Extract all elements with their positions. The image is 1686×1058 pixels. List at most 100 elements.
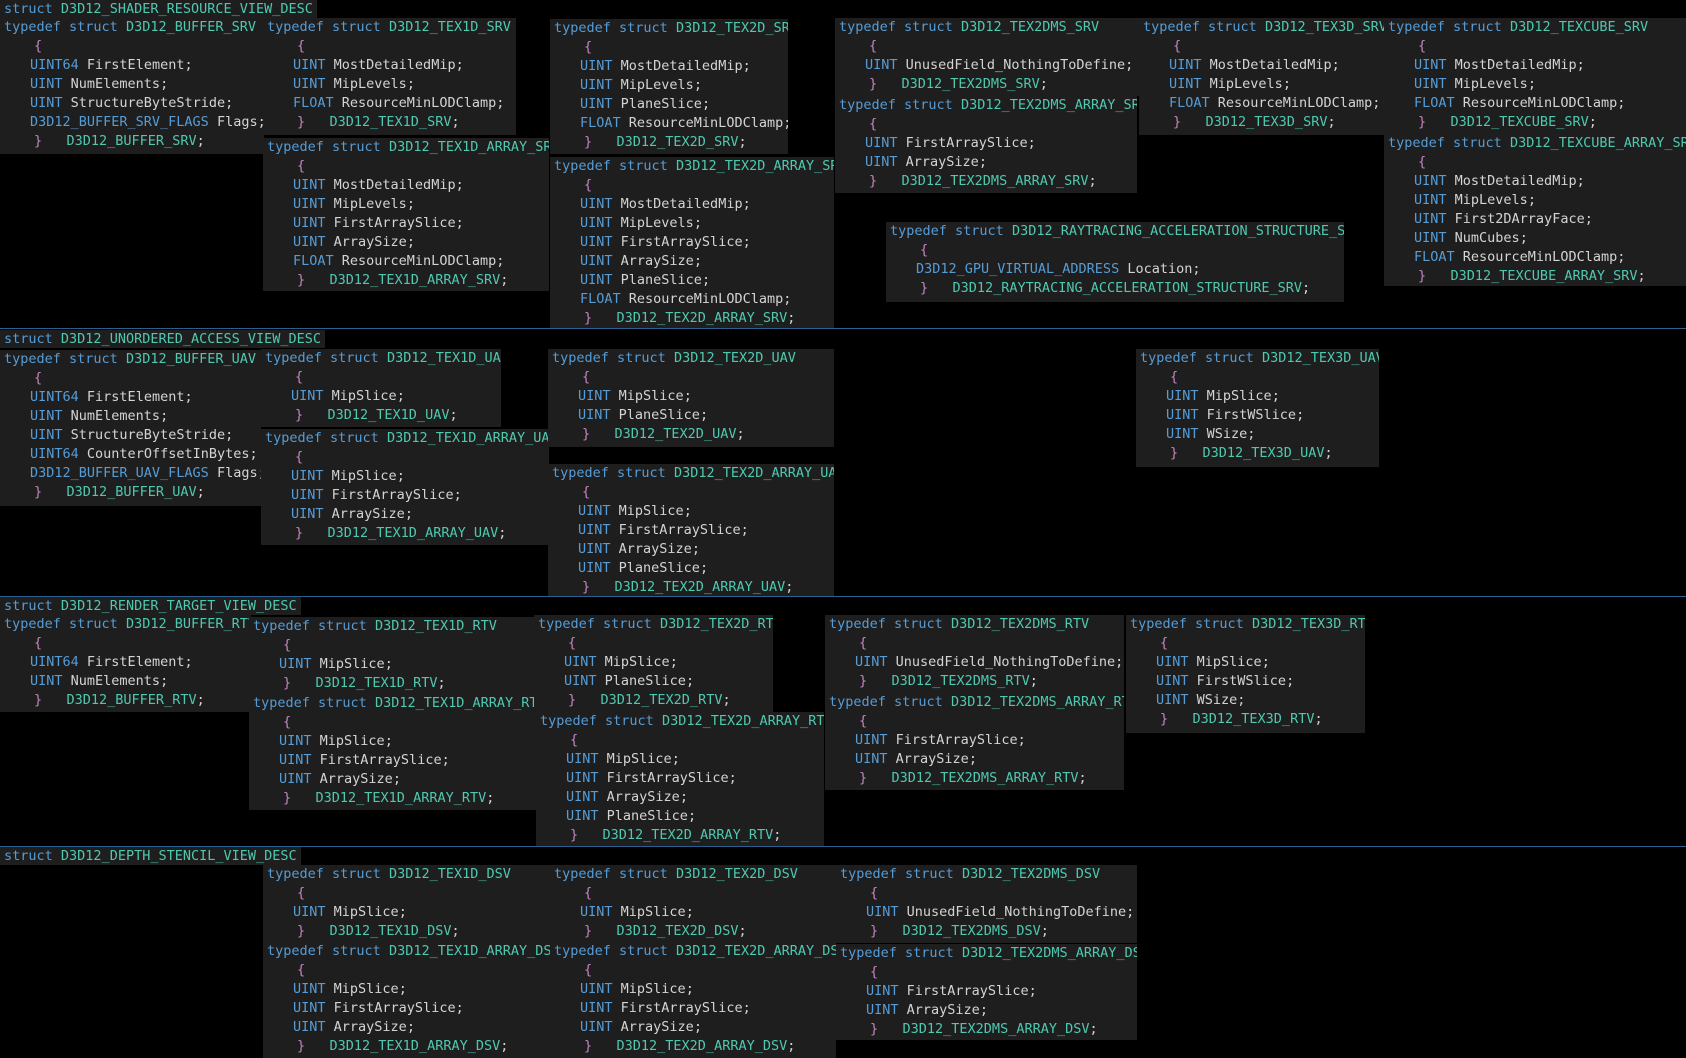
alias-name: D3D12_BUFFER_SRV bbox=[66, 133, 197, 149]
open-brace-line: { bbox=[840, 884, 1137, 903]
section-divider bbox=[0, 328, 1686, 329]
field-type: UINT bbox=[1156, 673, 1189, 689]
typedef-keyword: typedef bbox=[267, 19, 324, 35]
field-type: UINT64 bbox=[30, 654, 79, 670]
field-name: FirstWSlice bbox=[1206, 407, 1297, 423]
field-name: First2DArrayFace bbox=[1454, 211, 1585, 227]
open-brace-line: { bbox=[554, 176, 834, 195]
open-brace: { bbox=[584, 962, 593, 978]
field-type: UINT bbox=[279, 733, 312, 749]
alias-name: D3D12_TEX2DMS_ARRAY_RTV bbox=[891, 770, 1079, 786]
field-type: UINT bbox=[293, 904, 326, 920]
section-title-rtv: struct D3D12_RENDER_TARGET_VIEW_DESC bbox=[0, 597, 301, 615]
field-type: UINT bbox=[855, 751, 888, 767]
alias-name: D3D12_TEX2DMS_DSV bbox=[902, 923, 1041, 939]
struct-block-tex2dms-array-dsv: typedef struct D3D12_TEX2DMS_ARRAY_DSV{U… bbox=[836, 944, 1137, 1040]
field-type: UINT bbox=[580, 58, 613, 74]
alias-name: D3D12_TEX3D_RTV bbox=[1192, 711, 1315, 727]
semicolon: ; bbox=[1078, 770, 1087, 786]
field-type: UINT bbox=[279, 656, 312, 672]
struct-keyword: struct bbox=[1453, 19, 1502, 35]
close-brace: } bbox=[297, 272, 306, 288]
field-line: UINT MipSlice; bbox=[265, 387, 501, 406]
close-brace-line: } D3D12_TEX1D_ARRAY_DSV; bbox=[267, 1037, 551, 1056]
close-brace: } bbox=[297, 1038, 306, 1054]
close-brace-line: } D3D12_TEX2D_ARRAY_UAV; bbox=[552, 578, 834, 596]
field-name: MipLevels bbox=[620, 77, 694, 93]
field-line: UINT MipSlice; bbox=[552, 502, 834, 521]
field-name: FirstWSlice bbox=[1196, 673, 1287, 689]
field-type: UINT bbox=[293, 57, 326, 73]
close-brace-line: } D3D12_BUFFER_SRV; bbox=[4, 132, 264, 151]
field-line: UINT FirstArraySlice; bbox=[829, 731, 1124, 750]
struct-header: typedef struct D3D12_BUFFER_UAV bbox=[4, 350, 261, 369]
semicolon: ; bbox=[693, 215, 702, 231]
field-name: MostDetailedMip bbox=[1209, 57, 1332, 73]
open-brace-line: { bbox=[253, 713, 538, 732]
typedef-keyword: typedef bbox=[4, 19, 61, 35]
semicolon: ; bbox=[685, 981, 694, 997]
close-brace: } bbox=[584, 923, 593, 939]
field-line: FLOAT ResourceMinLODClamp; bbox=[554, 114, 788, 133]
typedef-keyword: typedef bbox=[265, 430, 322, 446]
field-name: NumElements bbox=[70, 408, 161, 424]
field-type: UINT bbox=[291, 506, 324, 522]
struct-keyword: struct bbox=[1208, 19, 1257, 35]
field-type: UINT bbox=[578, 560, 611, 576]
field-line: FLOAT ResourceMinLODClamp; bbox=[1388, 94, 1686, 113]
field-line: UINT ArraySize; bbox=[829, 750, 1124, 769]
semicolon: ; bbox=[693, 1019, 702, 1035]
close-brace: } bbox=[34, 133, 43, 149]
semicolon: ; bbox=[406, 234, 415, 250]
semicolon: ; bbox=[1247, 426, 1256, 442]
field-type: UINT bbox=[1156, 692, 1189, 708]
typedef-keyword: typedef bbox=[829, 694, 886, 710]
semicolon: ; bbox=[406, 76, 415, 92]
open-brace: { bbox=[582, 369, 591, 385]
open-brace-line: { bbox=[4, 369, 261, 388]
field-type: UINT bbox=[1414, 76, 1447, 92]
field-line: UINT MipSlice; bbox=[1140, 387, 1379, 406]
open-brace-line: { bbox=[554, 884, 836, 903]
close-brace: } bbox=[582, 426, 591, 442]
struct-block-tex1d-array-uav: typedef struct D3D12_TEX1D_ARRAY_UAV{UIN… bbox=[261, 429, 549, 545]
semicolon: ; bbox=[1331, 57, 1340, 73]
struct-header: typedef struct D3D12_TEX1D_RTV bbox=[253, 617, 538, 636]
open-brace-line: { bbox=[552, 368, 834, 387]
field-name: MostDetailedMip bbox=[1454, 173, 1577, 189]
open-brace-line: { bbox=[4, 634, 251, 653]
typedef-keyword: typedef bbox=[4, 351, 61, 367]
close-brace-line: } D3D12_TEX1D_ARRAY_UAV; bbox=[265, 524, 549, 543]
field-line: UINT FirstArraySlice; bbox=[840, 982, 1137, 1001]
alias-name: D3D12_TEX2D_ARRAY_SRV bbox=[616, 310, 788, 326]
struct-name: D3D12_TEX1D_ARRAY_RTV bbox=[374, 695, 538, 711]
struct-name: D3D12_TEX1D_ARRAY_DSV bbox=[388, 943, 551, 959]
close-brace-line: } D3D12_TEX2D_SRV; bbox=[554, 133, 788, 152]
semicolon: ; bbox=[455, 177, 464, 193]
field-line: UINT NumElements; bbox=[4, 407, 261, 426]
field-line: UINT FirstArraySlice; bbox=[554, 999, 836, 1018]
open-brace: { bbox=[1418, 38, 1427, 54]
alias-name: D3D12_TEXCUBE_ARRAY_SRV bbox=[1450, 268, 1638, 284]
open-brace-line: { bbox=[1388, 153, 1686, 172]
field-name: MipSlice bbox=[604, 654, 670, 670]
field-name: FirstArraySlice bbox=[606, 770, 729, 786]
field-name: MostDetailedMip bbox=[620, 58, 743, 74]
field-type: FLOAT bbox=[580, 291, 621, 307]
field-type: FLOAT bbox=[293, 95, 334, 111]
semicolon: ; bbox=[671, 751, 680, 767]
semicolon: ; bbox=[687, 808, 697, 824]
struct-name: D3D12_TEX2D_SRV bbox=[675, 20, 788, 36]
semicolon: ; bbox=[1282, 76, 1291, 92]
typedef-keyword: typedef bbox=[839, 19, 896, 35]
field-name: FirstArraySlice bbox=[620, 234, 743, 250]
close-brace: } bbox=[283, 790, 292, 806]
close-brace-line: } D3D12_TEX3D_UAV; bbox=[1140, 444, 1379, 463]
close-brace-line: } D3D12_TEX2D_ARRAY_DSV; bbox=[554, 1037, 836, 1056]
field-line: UINT ArraySize; bbox=[540, 788, 824, 807]
semicolon: ; bbox=[451, 923, 460, 939]
semicolon: ; bbox=[701, 96, 711, 112]
close-brace-line: } D3D12_TEX2DMS_SRV; bbox=[839, 75, 1141, 94]
typedef-keyword: typedef bbox=[265, 350, 322, 366]
open-brace: { bbox=[1418, 154, 1427, 170]
